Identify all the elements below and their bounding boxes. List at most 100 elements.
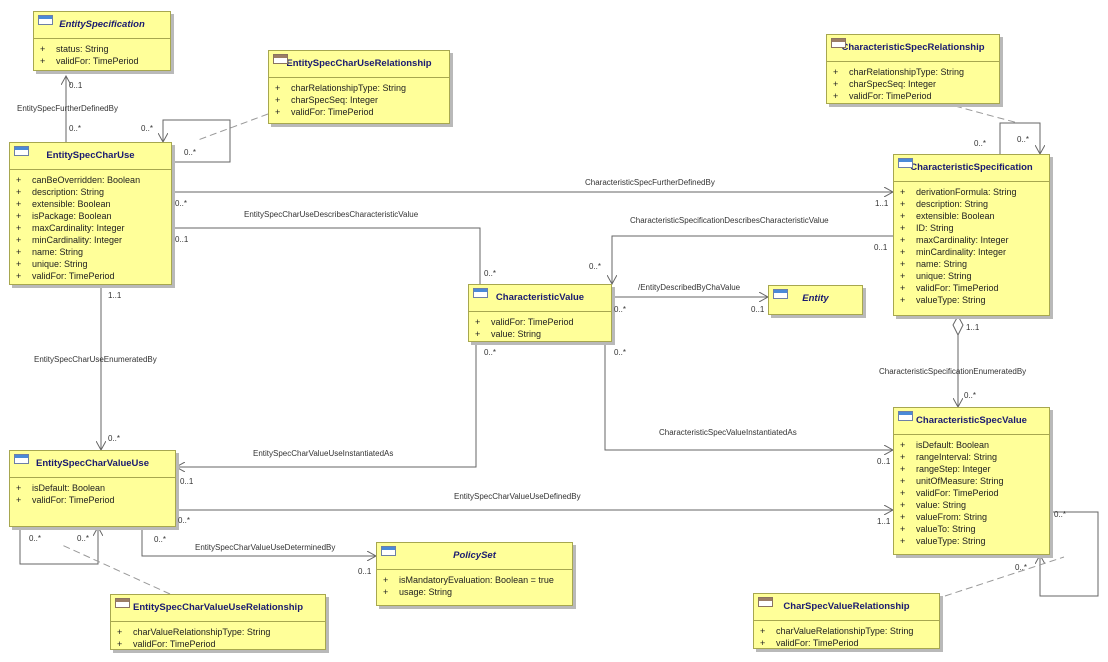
visibility-marker: +	[900, 283, 906, 293]
class-icon	[14, 146, 29, 156]
attribute-list: +isDefault: Boolean +rangeInterval: Stri…	[894, 435, 1049, 547]
visibility-marker: +	[900, 536, 906, 546]
composition-diamond	[952, 314, 964, 337]
multiplicity-label: 0..*	[1015, 563, 1028, 572]
attribute: +derivationFormula: String	[894, 186, 1049, 198]
visibility-marker: +	[900, 476, 906, 486]
class-icon	[381, 546, 396, 556]
visibility-marker: +	[475, 317, 481, 327]
visibility-marker: +	[900, 199, 906, 209]
attribute-text: validFor: TimePeriod	[32, 495, 115, 505]
attribute-text: charRelationshipType: String	[291, 83, 407, 93]
class-policy-set[interactable]: PolicySet +isMandatoryEvaluation: Boolea…	[376, 542, 573, 606]
attribute: +validFor: TimePeriod	[111, 638, 325, 650]
multiplicity-label: 1..1	[966, 323, 980, 332]
multiplicity-label: 0..1	[180, 477, 194, 486]
class-characteristic-spec-relationship[interactable]: CharacteristicSpecRelationship +charRela…	[826, 34, 1000, 104]
assoc-label-entity-described-by-cha-value: /EntityDescribedByChaValue	[638, 283, 741, 292]
class-icon	[115, 598, 130, 608]
class-icon	[473, 288, 488, 298]
attribute: +canBeOverridden: Boolean	[10, 174, 171, 186]
entity-spec-char-value-use-instantiated-as-line	[176, 342, 476, 467]
class-name: EntitySpecCharUseRelationship	[286, 58, 432, 69]
visibility-marker: +	[16, 187, 22, 197]
visibility-marker: +	[760, 638, 766, 648]
multiplicity-label: 0..*	[154, 535, 167, 544]
visibility-marker: +	[117, 639, 123, 649]
class-entity-spec-char-use[interactable]: EntitySpecCharUse +canBeOverridden: Bool…	[9, 142, 172, 285]
class-header: EntitySpecCharUse	[10, 143, 171, 170]
attribute-text: validFor: TimePeriod	[32, 271, 115, 281]
attribute-text: value: String	[916, 500, 967, 510]
class-header: EntitySpecCharUseRelationship	[269, 51, 449, 78]
attribute-text: validFor: TimePeriod	[849, 91, 932, 101]
assoc-class-link-3	[61, 544, 171, 595]
class-char-spec-value-relationship[interactable]: CharSpecValueRelationship +charValueRela…	[753, 593, 940, 649]
attribute: +valueType: String	[894, 535, 1049, 547]
attribute: +charSpecSeq: Integer	[827, 78, 999, 90]
attribute: +value: String	[894, 499, 1049, 511]
class-characteristic-specification[interactable]: CharacteristicSpecification +derivationF…	[893, 154, 1050, 316]
attribute: +ID: String	[894, 222, 1049, 234]
visibility-marker: +	[383, 575, 389, 585]
visibility-marker: +	[900, 512, 906, 522]
attribute: +isDefault: Boolean	[10, 482, 175, 494]
attribute-list: +isDefault: Boolean + validFor: TimePerio…	[10, 478, 175, 506]
attribute-text: ID: String	[916, 223, 954, 233]
visibility-marker: +	[900, 464, 906, 474]
visibility-marker: +	[475, 329, 481, 339]
attribute: +valueTo: String	[894, 523, 1049, 535]
class-icon	[273, 54, 288, 64]
multiplicity-label: 0..*	[614, 305, 627, 314]
visibility-marker: +	[900, 440, 906, 450]
class-entity-spec-char-value-use[interactable]: EntitySpecCharValueUse +isDefault: Boole…	[9, 450, 176, 527]
multiplicity-label: 0..*	[175, 199, 188, 208]
class-characteristic-spec-value[interactable]: CharacteristicSpecValue + isDefault: Bool…	[893, 407, 1050, 555]
class-entity[interactable]: Entity	[768, 285, 863, 315]
attribute-text: isPackage: Boolean	[32, 211, 112, 221]
multiplicity-label: 0..*	[589, 262, 602, 271]
class-name: PolicySet	[453, 550, 496, 561]
class-header: CharSpecValueRelationship	[754, 594, 939, 621]
class-icon	[773, 289, 788, 299]
class-characteristic-value[interactable]: CharacteristicValue +validFor: TimePerio…	[468, 284, 612, 342]
class-header: CharacteristicSpecValue	[894, 408, 1049, 435]
multiplicity-label: 0..1	[751, 305, 765, 314]
attribute: +status: String	[34, 43, 170, 55]
attribute: +value: String	[469, 328, 611, 340]
class-entity-specification[interactable]: EntitySpecification +status: String +val…	[33, 11, 171, 71]
multiplicity-label: 0..1	[874, 243, 888, 252]
visibility-marker: +	[383, 587, 389, 597]
attribute: + validFor: TimePeriod	[827, 90, 999, 102]
attribute: +unique: String	[10, 258, 171, 270]
visibility-marker: +	[900, 452, 906, 462]
attribute-text: usage: String	[399, 587, 453, 597]
attribute: +charValueRelationshipType: String	[754, 625, 939, 637]
characteristic-specification-self-line	[1000, 122, 1040, 154]
visibility-marker: +	[16, 175, 22, 185]
attribute-text: unitOfMeasure: String	[916, 476, 1004, 486]
class-entity-spec-char-use-relationship[interactable]: EntitySpecCharUseRelationship +charRelat…	[268, 50, 450, 124]
class-entity-spec-char-value-use-relationship[interactable]: EntitySpecCharValueUseRelationship +char…	[110, 594, 326, 650]
class-name: EntitySpecCharUse	[46, 150, 135, 161]
attribute-list: +canBeOverridden: Boolean +description: …	[10, 170, 171, 282]
entity-spec-char-use-self-line	[163, 119, 231, 163]
attribute-text: valueType: String	[916, 295, 986, 305]
attribute-list: + validFor: TimePeriod +value: String	[469, 312, 611, 340]
attribute-list: +charRelationshipType: String +charSpecS…	[269, 78, 449, 118]
characteristic-spec-value-self-line	[1040, 511, 1099, 597]
attribute-list: +status: String +validFor: TimePeriod	[34, 39, 170, 67]
attribute: +validFor: TimePeriod	[10, 270, 171, 282]
attribute-text: validFor: TimePeriod	[491, 317, 574, 327]
attribute-list: +derivationFormula: String +description:…	[894, 182, 1049, 306]
class-header: Entity	[769, 286, 862, 312]
visibility-marker: +	[16, 483, 22, 493]
attribute: + usage: String	[377, 586, 572, 598]
visibility-marker: +	[900, 488, 906, 498]
visibility-marker: +	[833, 91, 839, 101]
attribute-text: isDefault: Boolean	[916, 440, 990, 450]
multiplicity-label: 0..*	[974, 139, 987, 148]
visibility-marker: +	[117, 627, 123, 637]
attribute: +isPackage: Boolean	[10, 210, 171, 222]
